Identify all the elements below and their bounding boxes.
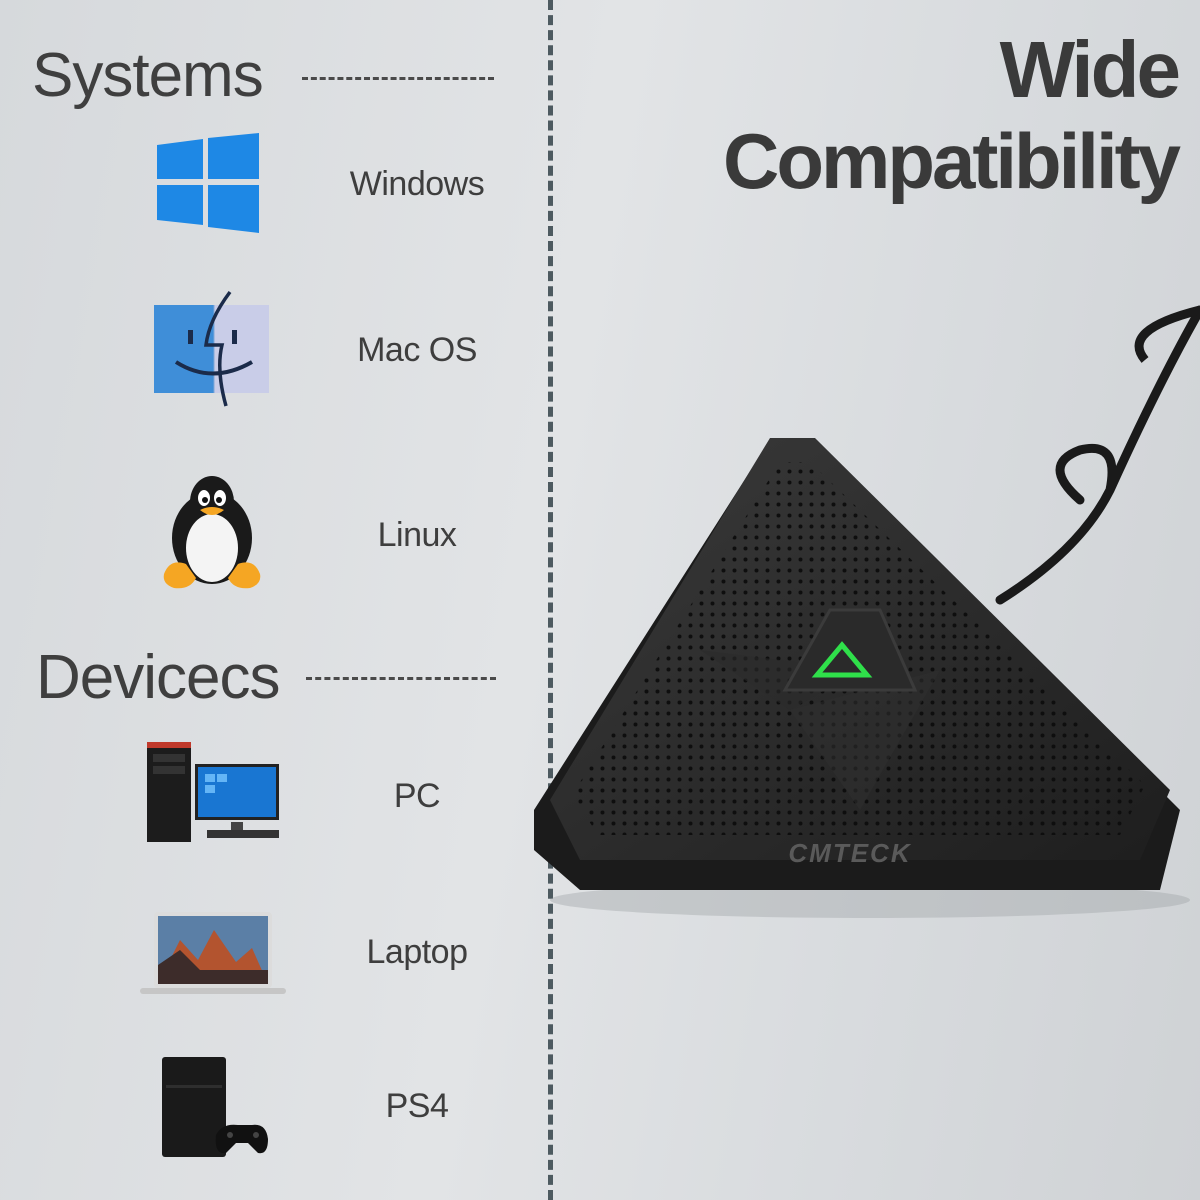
ps4-label: PS4 bbox=[385, 1087, 449, 1125]
laptop-icon bbox=[140, 912, 286, 994]
windows-logo-icon bbox=[157, 133, 259, 233]
conference-microphone-image: CMTECK bbox=[534, 305, 1200, 918]
devices-heading: Devicecs bbox=[36, 643, 281, 712]
laptop-label: Laptop bbox=[366, 933, 469, 971]
headline-line2: Compatibility bbox=[722, 117, 1181, 205]
usb-cable bbox=[995, 305, 1200, 605]
brand-logo: CMTECK bbox=[788, 838, 911, 868]
vertical-divider bbox=[548, 0, 553, 1200]
desktop-pc-icon bbox=[147, 742, 279, 842]
linux-tux-icon bbox=[163, 476, 261, 589]
macos-label: Mac OS bbox=[357, 331, 477, 369]
systems-heading: Systems bbox=[32, 41, 264, 110]
devices-heading-dash bbox=[306, 677, 496, 680]
ps4-console-icon bbox=[162, 1057, 268, 1157]
pc-label: PC bbox=[393, 777, 441, 815]
windows-label: Windows bbox=[349, 165, 485, 203]
linux-label: Linux bbox=[377, 516, 457, 554]
status-light-triangle bbox=[811, 641, 873, 678]
systems-heading-dash bbox=[302, 77, 494, 80]
headline-line1: Wide bbox=[999, 25, 1181, 114]
mac-finder-icon bbox=[154, 290, 269, 407]
